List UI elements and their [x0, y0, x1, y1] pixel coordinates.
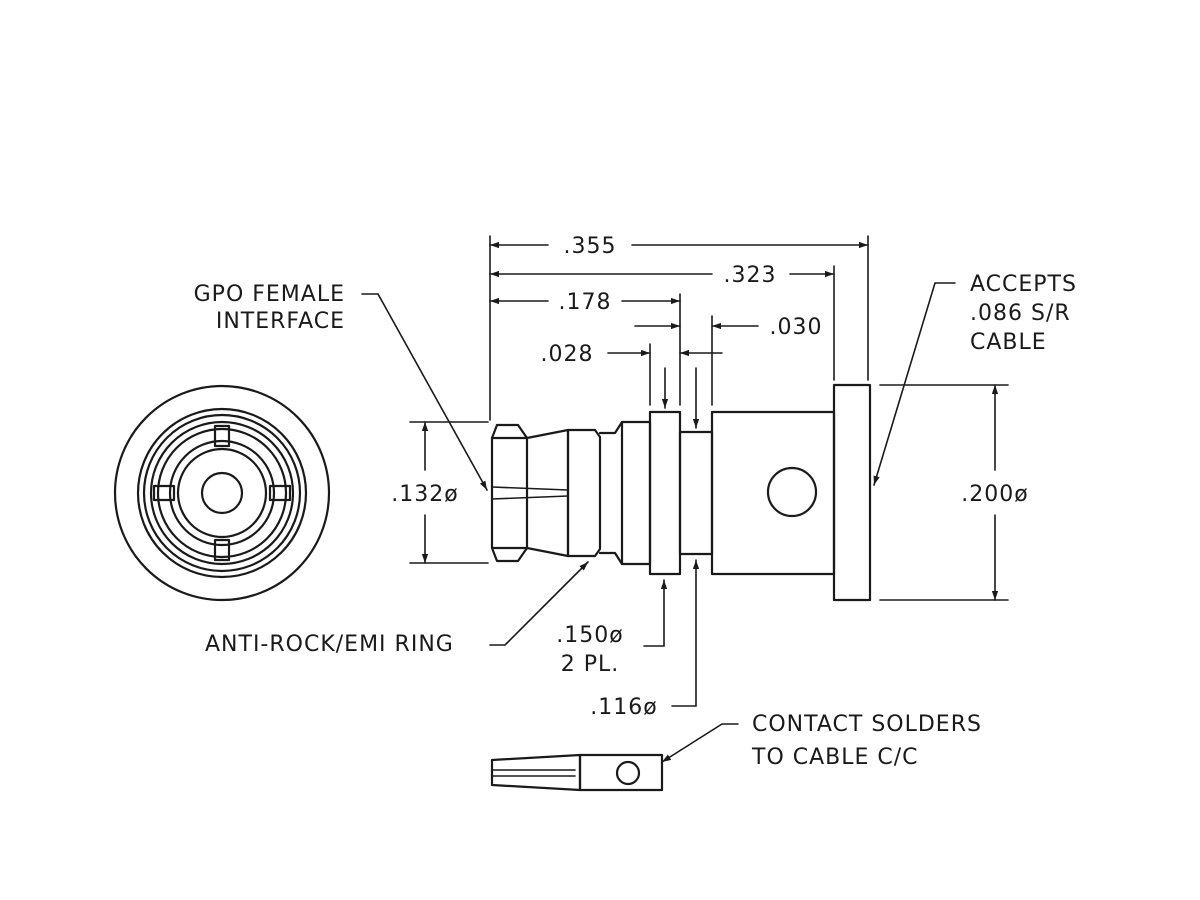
dim-to-flange: .323 — [724, 263, 777, 288]
dimension-028: .028 — [541, 342, 723, 367]
callout-accepts-cable: ACCEPTS .086 S/R CABLE — [873, 272, 1077, 486]
callout-anti-rock-ring: ANTI-ROCK/EMI RING — [205, 561, 589, 657]
end-view — [113, 384, 331, 602]
dimension-030: .030 — [634, 315, 823, 340]
dim-overall-length: .355 — [564, 234, 617, 259]
accepts-label-line2: .086 S/R — [970, 301, 1071, 326]
dim-ring-dia-qty: 2 PL. — [561, 652, 620, 677]
dimension-178: .178 — [489, 290, 681, 315]
dimension-323: .323 — [489, 263, 835, 288]
dimension-132: .132ø — [391, 421, 458, 564]
dim-to-ring: .178 — [559, 290, 612, 315]
dim-ring-width: .028 — [541, 342, 594, 367]
dim-ring-dia: .150ø — [556, 623, 623, 648]
callout-contact: CONTACT SOLDERS TO CABLE C/C — [661, 712, 982, 770]
dimension-200: .200ø — [961, 384, 1028, 601]
side-view — [490, 383, 872, 602]
accepts-label-line1: ACCEPTS — [970, 272, 1077, 297]
dim-groove-width: .030 — [770, 315, 823, 340]
gpo-label-line1: GPO FEMALE — [194, 282, 345, 307]
dim-groove-dia: .116ø — [590, 695, 657, 720]
callout-gpo-interface: GPO FEMALE INTERFACE — [194, 282, 488, 491]
dimension-116: .116ø — [590, 559, 700, 720]
contact-label-line2: TO CABLE C/C — [751, 745, 919, 770]
dimension-355: .355 — [489, 234, 869, 259]
dim-interface-dia: .132ø — [391, 482, 458, 507]
extension-lines — [409, 235, 1009, 601]
anti-rock-label: ANTI-ROCK/EMI RING — [205, 632, 454, 657]
ring-arrows — [661, 367, 700, 429]
gpo-label-line2: INTERFACE — [216, 309, 345, 334]
accepts-label-line3: CABLE — [970, 330, 1047, 355]
contact-label-line1: CONTACT SOLDERS — [752, 712, 982, 737]
dim-flange-dia: .200ø — [961, 482, 1028, 507]
dimension-150: .150ø 2 PL. — [556, 579, 668, 677]
contact-part — [490, 753, 664, 792]
